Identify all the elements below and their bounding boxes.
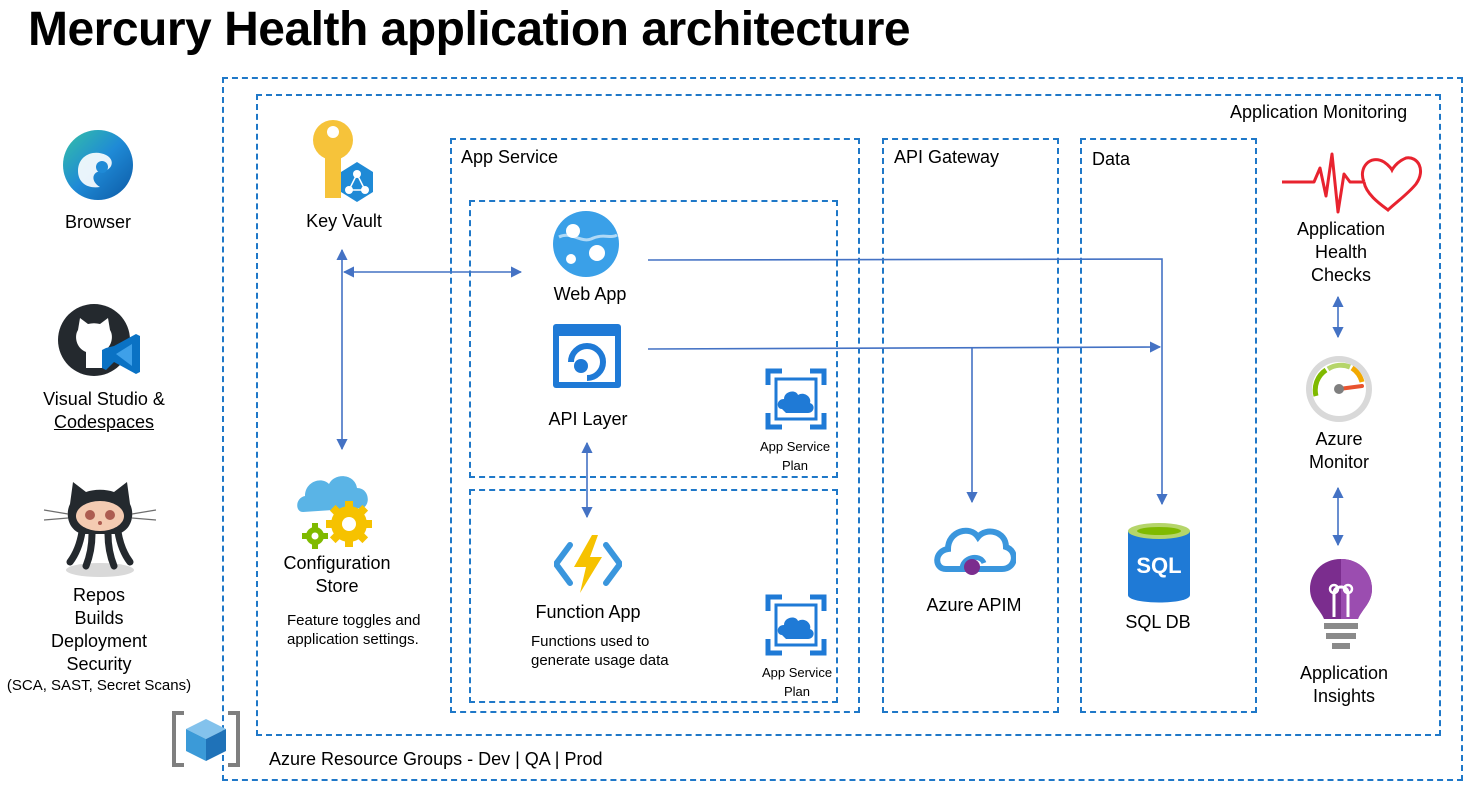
security-label: Security <box>66 654 132 674</box>
application-insights-label-line2: Insights <box>1312 686 1376 706</box>
application-insights-label-line1: Application <box>1299 663 1389 683</box>
codespaces-label: Codespaces <box>53 412 155 432</box>
page-title: Mercury Health application architecture <box>28 3 911 56</box>
app-service-plan-2-label-line2: Plan <box>783 684 811 699</box>
builds-label: Builds <box>74 608 124 628</box>
web-app-label: Web App <box>553 284 627 304</box>
health-checks-label-line1: Application <box>1296 219 1386 239</box>
key-vault-icon <box>313 120 373 202</box>
sql-db-icon: SQL <box>1128 523 1190 603</box>
azure-monitor-label-line1: Azure <box>1315 429 1363 449</box>
function-plan-container <box>469 489 838 703</box>
azure-monitor-label-line2: Monitor <box>1308 452 1370 472</box>
function-app-desc-line2: generate usage data <box>531 652 669 669</box>
azure-monitor-icon <box>1306 356 1372 422</box>
monitoring-container <box>256 94 1441 736</box>
browser-label: Browser <box>64 212 132 232</box>
app-service-label: App Service <box>461 147 559 167</box>
api-layer-label: API Layer <box>548 409 628 429</box>
application-insights-icon <box>1310 559 1372 649</box>
data-container <box>1080 138 1257 713</box>
resource-groups-container <box>222 77 1463 781</box>
sql-icon-text: SQL <box>1136 553 1181 578</box>
configuration-store-label-line2: Store <box>315 576 359 596</box>
azure-apim-icon <box>934 527 1016 575</box>
function-app-desc-line1: Functions used to <box>531 633 650 650</box>
key-vault-label: Key Vault <box>306 211 382 231</box>
web-app-icon <box>553 211 619 277</box>
security-scans-label: (SCA, SAST, Secret Scans) <box>6 677 192 694</box>
resource-group-icon <box>172 711 240 767</box>
visual-studio-label: Visual Studio & <box>43 389 165 409</box>
heartbeat-icon <box>1282 152 1422 214</box>
app-service-container <box>450 138 860 713</box>
configuration-store-icon <box>297 476 372 549</box>
sql-db-label: SQL DB <box>1125 612 1191 632</box>
configuration-store-desc-line2: application settings. <box>287 631 419 648</box>
function-app-icon <box>554 535 622 593</box>
health-checks-label-line2: Health <box>1314 242 1368 262</box>
resource-groups-label: Azure Resource Groups - Dev | QA | Prod <box>269 749 603 769</box>
octocat-icon <box>43 482 157 577</box>
app-service-plan-2-label-line1: App Service <box>761 665 833 680</box>
configuration-store-desc-line1: Feature toggles and <box>287 612 421 629</box>
monitoring-label: Application Monitoring <box>1230 102 1408 122</box>
app-service-plan-label-line1: App Service <box>759 439 831 454</box>
function-app-label: Function App <box>535 602 641 622</box>
web-api-plan-container <box>469 200 838 478</box>
api-gateway-label: API Gateway <box>894 147 1000 167</box>
edge-browser-icon <box>63 130 133 200</box>
health-checks-label-line3: Checks <box>1310 265 1372 285</box>
configuration-store-label-line1: Configuration <box>283 553 391 573</box>
deployment-label: Deployment <box>50 631 148 651</box>
github-vscode-icon <box>58 304 140 376</box>
repos-label: Repos <box>72 585 126 605</box>
api-gateway-container <box>882 138 1059 713</box>
azure-apim-label: Azure APIM <box>926 595 1022 615</box>
app-service-plan-icon <box>765 594 827 656</box>
app-service-plan-icon <box>765 368 827 430</box>
api-layer-icon <box>553 324 621 388</box>
app-service-plan-label-line2: Plan <box>781 458 809 473</box>
data-label: Data <box>1092 149 1131 169</box>
